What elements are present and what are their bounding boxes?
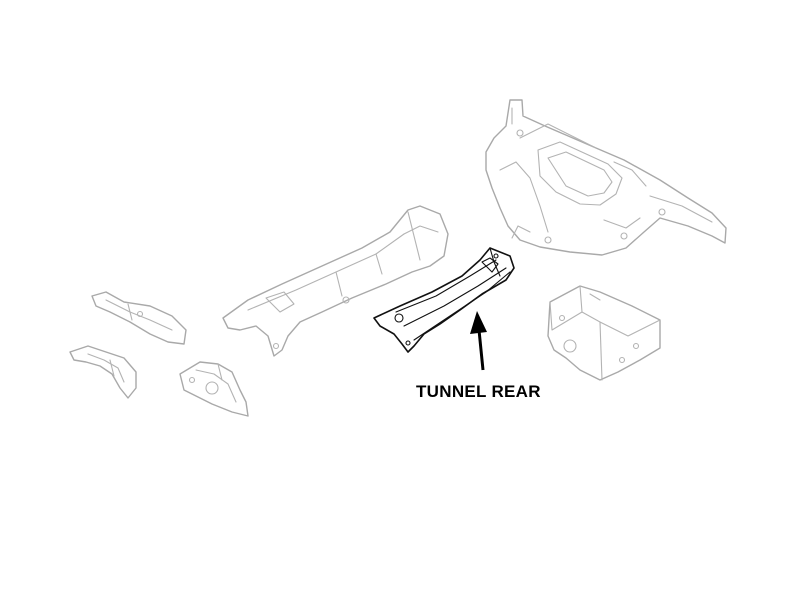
rear-floor-crossmember-assembly [485,99,727,256]
battery-tray-bracket [547,285,661,381]
small-bracket-lower-left [69,345,137,399]
tunnel-rear [373,247,515,353]
small-bracket-upper-left [91,291,187,345]
callout-arrow [470,311,487,371]
callout-label: TUNNEL REAR [416,382,541,401]
tunnel-front-reinforcement [222,205,449,357]
mount-bracket-center-left [179,361,249,417]
